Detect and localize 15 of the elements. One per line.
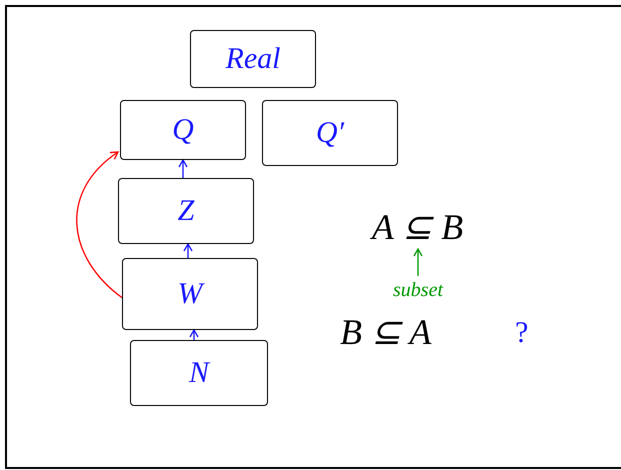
arrow (178, 159, 188, 178)
arrow (76, 151, 122, 298)
set-box: Q (120, 100, 246, 160)
arrow (189, 329, 199, 340)
arrow (413, 248, 423, 276)
set-box: Real (190, 30, 316, 88)
set-box: Q′ (262, 100, 398, 166)
set-box: W (122, 258, 258, 330)
set-box: Z (118, 178, 254, 244)
expression-text: A ⊆ B (330, 205, 505, 249)
arrow (183, 243, 193, 258)
set-box: N (130, 340, 268, 406)
expression-text: B ⊆ A (340, 314, 432, 350)
expression-text: subset (372, 276, 464, 304)
question-mark: ? (515, 318, 528, 348)
